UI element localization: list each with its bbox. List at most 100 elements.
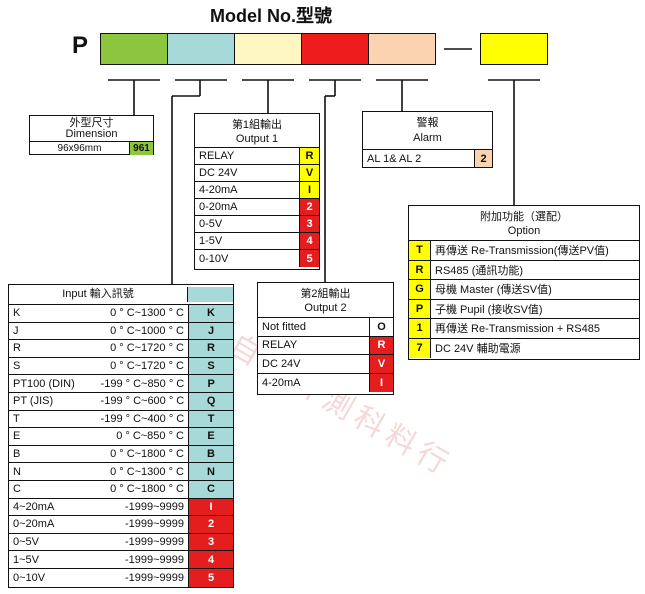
input-type: 0~10V [13,571,46,584]
dimension-header: 外型尺寸 Dimension [30,116,153,142]
input-code: R [188,340,233,357]
output2-title-en: Output 2 [304,302,347,314]
output2-header: 第2組輸出 Output 2 [258,283,393,318]
segment-output2 [301,33,369,65]
input-range: 0 ° C~1800 ° C [110,483,184,496]
input-code: E [188,428,233,445]
segment-input [167,33,235,65]
output2-code: V [369,355,393,373]
output1-label: RELAY [199,150,235,162]
input-row: K 0 ° C~1300 ° C K [9,305,233,323]
input-code: C [188,480,233,498]
alarm-header: 警報 Alarm [363,112,492,150]
output1-row: 1-5V 4 [195,233,319,250]
input-range: -1999~9999 [124,518,184,531]
output1-code: I [299,182,319,198]
input-code: B [188,445,233,463]
option-code: R [409,260,431,279]
output2-code: O [369,318,393,336]
alarm-title-en: Alarm [413,132,442,144]
input-type: PT100 (DIN) [13,377,75,390]
output1-code: 3 [299,216,319,232]
output1-label: 0-20mA [199,201,238,213]
input-range: -1999~9999 [124,553,184,566]
model-prefix: P [72,32,89,59]
input-header: Input 輸入訊號 [9,285,233,305]
output1-row: 0-20mA 2 [195,199,319,216]
option-code: G [409,280,431,299]
input-range: -1999~9999 [124,571,184,584]
input-code: P [188,375,233,392]
alarm-label: AL 1& AL 2 [367,152,422,165]
input-type: R [13,342,21,355]
input-code: 3 [188,533,233,551]
output1-label: 1-5V [199,235,223,247]
input-type: C [13,483,21,496]
input-row: 0~10V -1999~9999 5 [9,568,233,587]
input-header-code-spacer [187,287,233,302]
option-label: 再傳送 Re-Transmission(傳送PV值) [435,245,609,258]
option-header: 附加功能（選配） Option [409,206,639,241]
output1-code: 5 [299,250,319,267]
output2-code: I [369,373,393,392]
input-range: 0 ° C~1000 ° C [110,324,184,337]
option-panel: 附加功能（選配） Option T 再傳送 Re-Transmission(傳送P… [408,205,640,360]
option-row: T 再傳送 Re-Transmission(傳送PV值) [409,241,639,261]
input-type: B [13,448,21,461]
input-type: PT (JIS) [13,395,54,408]
input-code: T [188,410,233,428]
output1-title-cn: 第1組輸出 [231,119,283,131]
input-code: 5 [188,568,233,587]
alarm-code: 2 [474,150,492,167]
output1-code: 4 [299,233,319,249]
output2-code: R [369,336,393,354]
input-range: 0 ° C~850 ° C [116,430,184,443]
output2-title-cn: 第2組輸出 [300,288,351,300]
segment-dimension [100,33,168,65]
segment-option [480,33,548,65]
option-label: 子機 Pupil (接收SV值) [435,303,543,316]
input-type: T [13,412,20,425]
segment-alarm [368,33,436,65]
option-label: DC 24V 輔助電源 [435,343,521,356]
dimension-title-cn: 外型尺寸 [69,117,114,129]
option-title-en: Option [507,225,541,237]
input-type: K [13,307,21,320]
input-range: -1999~9999 [124,500,184,513]
option-row: G 母機 Master (傳送SV值) [409,280,639,300]
option-code: P [409,299,431,318]
alarm-row: AL 1& AL 2 2 [363,150,492,167]
option-code: T [409,241,431,260]
option-title-cn: 附加功能（選配） [480,211,568,223]
output1-code: 2 [299,199,319,215]
dimension-panel: 外型尺寸 Dimension 96x96mm 961 [29,115,154,155]
input-type: 4~20mA [13,500,55,513]
input-code: S [188,357,233,375]
option-code: 1 [409,319,431,338]
input-code: K [188,305,233,322]
option-label: 母機 Master (傳送SV值) [435,284,552,297]
input-range: 0 ° C~1300 ° C [110,307,184,320]
input-code: 2 [188,516,233,533]
input-range: -1999~9999 [124,536,184,549]
